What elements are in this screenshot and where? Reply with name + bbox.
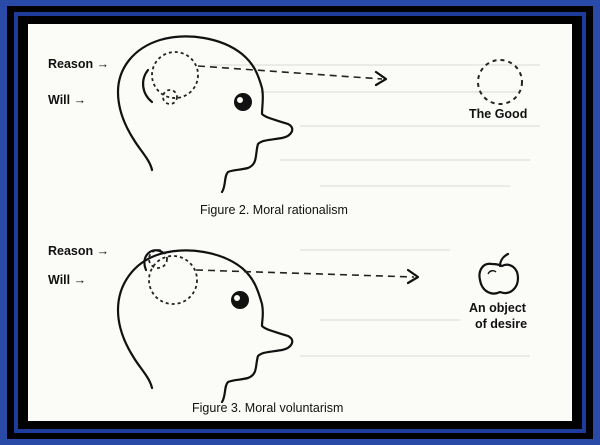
apple-icon <box>480 254 519 294</box>
gaze-line-fig2 <box>198 66 382 79</box>
eye-fig2 <box>234 93 252 111</box>
reason-label-fig2: Reason → <box>48 57 109 71</box>
will-circle-fig3 <box>149 256 197 304</box>
will-label-fig2: Will → <box>48 93 86 107</box>
reason-label-fig3: Reason → <box>48 244 109 258</box>
object-of-desire-label-line1: An object <box>469 301 527 315</box>
will-label-fig3: Will → <box>48 273 86 287</box>
figure-3-caption: Figure 3. Moral voluntarism <box>192 401 343 415</box>
reason-arrow-curve-fig2 <box>143 70 152 102</box>
head-outline-fig3 <box>118 250 292 402</box>
will-circle-fig2 <box>163 90 177 104</box>
the-good-circle <box>478 60 522 104</box>
figure-3-moral-voluntarism: Reason → Will → An object of desire Figu… <box>48 244 527 415</box>
figure-2-moral-rationalism: Reason → Will → The Good Figure 2. Moral… <box>48 36 527 217</box>
gaze-line-fig3 <box>196 270 414 277</box>
eye-fig3 <box>231 291 249 309</box>
reason-circle-fig3 <box>149 250 167 268</box>
the-good-label: The Good <box>469 107 527 121</box>
figure-2-caption: Figure 2. Moral rationalism <box>200 203 348 217</box>
head-outline-fig2 <box>118 36 292 192</box>
object-of-desire-label-line2: of desire <box>475 317 527 331</box>
